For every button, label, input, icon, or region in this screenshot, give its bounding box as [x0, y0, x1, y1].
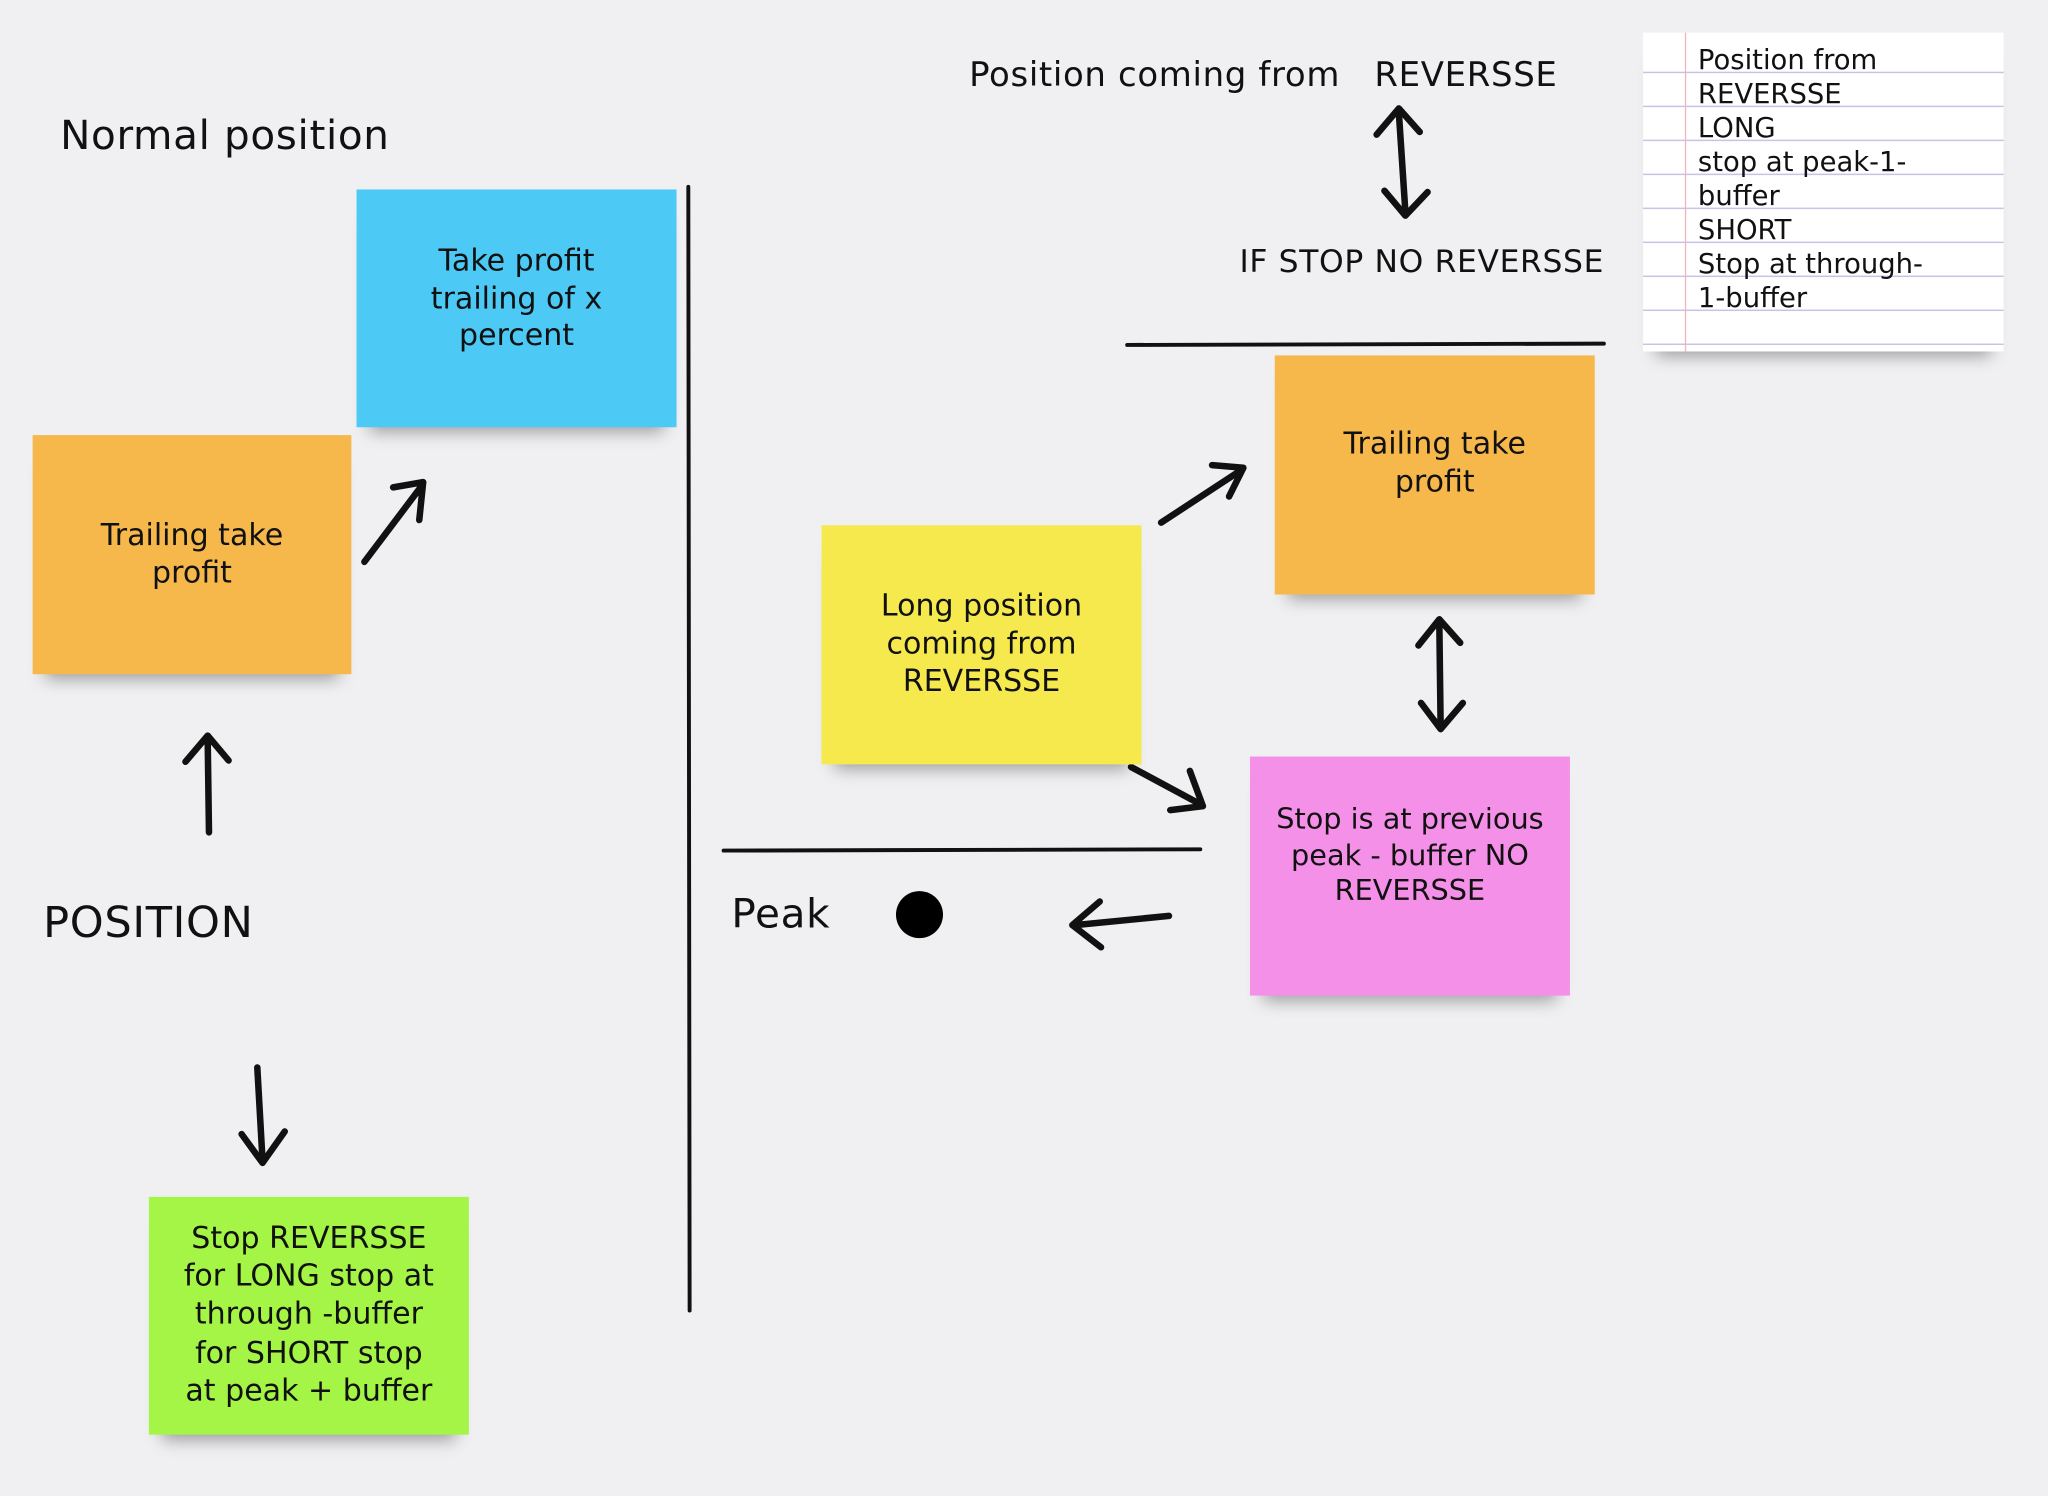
sticky-note-stop-previous-peak[interactable]: Stop is at previous peak - buffer NO REV…: [1249, 756, 1570, 996]
paper-line: LONG: [1697, 112, 1776, 144]
if-stop-no-reversse-label: IF STOP NO REVERSSE: [1239, 243, 1605, 280]
sticky-note-take-profit-trailing[interactable]: Take profit trailing of x percent: [356, 189, 677, 428]
paper-line: buffer: [1697, 180, 1780, 212]
paper-note-text: Position from REVERSSE LONG stop at peak…: [1698, 43, 1923, 315]
paper-line: SHORT: [1697, 214, 1792, 246]
sticky-note-long-position[interactable]: Long position coming from REVERSSE: [821, 525, 1142, 765]
top-divider-line: [1125, 341, 1606, 347]
sticky-note-stop-reversse[interactable]: Stop REVERSSE for LONG stop at through -…: [148, 1196, 469, 1435]
lined-paper-note[interactable]: Position from REVERSSE LONG stop at peak…: [1643, 32, 2004, 352]
paper-line: Stop at through-: [1697, 248, 1923, 280]
arrow-diagonal-down-icon: [1127, 763, 1207, 814]
note-text: Trailing take profit: [100, 518, 284, 590]
peak-dot: [895, 891, 944, 939]
note-text: Stop REVERSSE for LONG stop at through -…: [183, 1221, 434, 1409]
double-arrow-vertical-icon: [1415, 616, 1467, 733]
note-text: Take profit trailing of x percent: [430, 244, 603, 354]
paper-line: stop at peak-1-: [1697, 146, 1907, 178]
position-coming-from-label: Position coming from REVERSSE: [969, 56, 1558, 96]
paper-line: 1-buffer: [1697, 282, 1808, 314]
position-label: POSITION: [43, 896, 254, 948]
peak-label: Peak: [731, 891, 831, 939]
peak-divider-line: [721, 847, 1203, 853]
sticky-note-trailing-take-profit-right[interactable]: Trailing take profit: [1274, 355, 1595, 595]
note-text: Long position coming from REVERSSE: [880, 589, 1083, 699]
normal-position-heading: Normal position: [60, 112, 390, 160]
arrow-up-icon: [182, 732, 232, 836]
double-arrow-vertical-icon: [1373, 105, 1431, 219]
paper-margin-line: [1684, 32, 1687, 352]
sticky-note-trailing-take-profit-left[interactable]: Trailing take profit: [32, 435, 352, 675]
arrow-down-icon: [238, 1064, 288, 1167]
arrow-diagonal-icon: [361, 478, 427, 566]
vertical-divider-line: [686, 184, 692, 1313]
note-text: Stop is at previous peak - buffer NO REV…: [1276, 803, 1544, 909]
arrow-left-icon: [1069, 898, 1173, 951]
paper-line: REVERSSE: [1697, 78, 1842, 110]
paper-line: Position from: [1697, 44, 1878, 76]
note-text: Trailing take profit: [1343, 426, 1526, 499]
arrow-diagonal-up-icon: [1157, 461, 1247, 526]
